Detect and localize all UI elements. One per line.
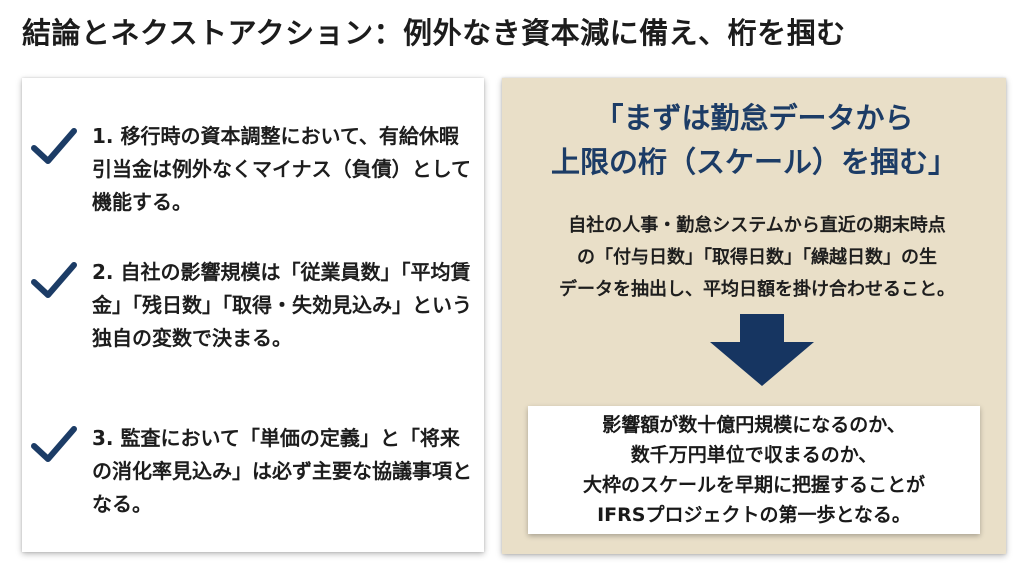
result-line: 影響額が数十億円規模になるのか、 — [602, 414, 906, 436]
page-title: 結論とネクストアクション：例外なき資本減に備え、桁を掴む — [22, 16, 846, 50]
conclusion-list-card: 1. 移行時の資本調整において、有給休暇引当金は例外なくマイナス（負債）として機… — [22, 78, 484, 552]
result-text: 影響額が数十億円規模になるのか、 数千万円単位で収まるのか、 大枠のスケールを早… — [528, 410, 980, 530]
check-icon — [31, 128, 77, 164]
description-line: 自社の人事・勤怠システムから直近の期末時点 — [568, 215, 946, 236]
headline-line: 「まずは勤怠データから — [594, 101, 914, 135]
next-action-description: 自社の人事・勤怠システムから直近の期末時点 の「付与日数」「取得日数」「繰越日数… — [522, 210, 992, 306]
check-icon — [31, 262, 77, 298]
description-line: データを抽出し、平均日額を掛け合わせること。 — [559, 279, 955, 300]
check-icon — [31, 426, 77, 462]
conclusion-item-text: 2. 自社の影響規模は「従業員数」「平均賃金」「残日数」「取得・失効見込み」とい… — [92, 260, 472, 350]
next-action-headline: 「まずは勤怠データから 上限の桁（スケール）を掴む」 — [502, 96, 1006, 184]
conclusion-item-text: 1. 移行時の資本調整において、有給休暇引当金は例外なくマイナス（負債）として機… — [92, 124, 471, 214]
result-box: 影響額が数十億円規模になるのか、 数千万円単位で収まるのか、 大枠のスケールを早… — [528, 406, 980, 534]
next-action-panel: 「まずは勤怠データから 上限の桁（スケール）を掴む」 自社の人事・勤怠システムか… — [502, 78, 1006, 554]
headline-line: 上限の桁（スケール）を掴む」 — [550, 145, 957, 179]
down-arrow-icon — [710, 314, 814, 386]
result-line: IFRSプロジェクトの第一歩となる。 — [597, 504, 911, 526]
result-line: 大枠のスケールを早期に把握することが — [582, 474, 925, 496]
result-line: 数千万円単位で収まるのか、 — [630, 444, 878, 466]
conclusion-item-text: 3. 監査において「単価の定義」と「将来の消化率見込み」は必ず主要な協議事項とな… — [92, 426, 472, 516]
description-line: の「付与日数」「取得日数」「繰越日数」の生 — [577, 247, 937, 268]
